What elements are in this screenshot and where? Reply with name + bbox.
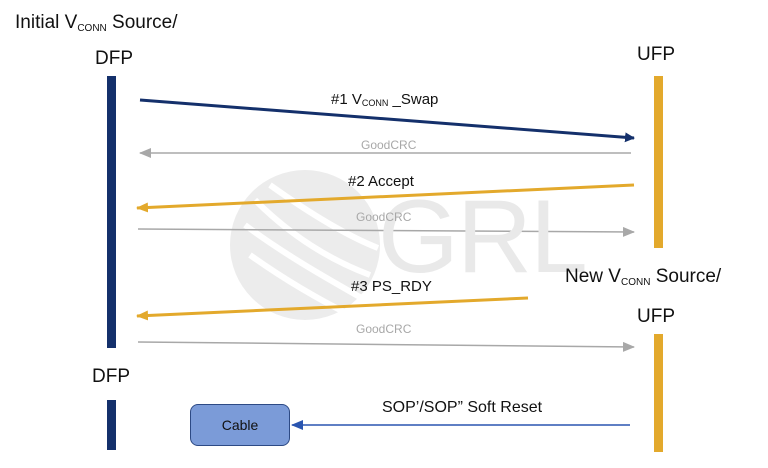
goodcrc-arrow-2	[137, 226, 635, 237]
goodcrc-label-3: GoodCRC	[356, 322, 412, 336]
accept-arrow	[136, 183, 635, 213]
accept-label: #2 Accept	[348, 173, 414, 190]
ps-rdy-arrow	[136, 296, 529, 321]
new-vconn-source-label: New VCONN Source/	[565, 266, 722, 288]
goodcrc-label-1: GoodCRC	[361, 138, 417, 152]
vconn-swap-arrow	[139, 98, 635, 143]
watermark-globe-icon	[230, 170, 380, 320]
initial-vconn-source-label: Initial VCONN Source/	[15, 12, 178, 34]
ufp-lifeline-bottom	[654, 334, 663, 452]
cable-label: Cable	[221, 417, 259, 433]
vconn-swap-label: #1 VCONN _Swap	[331, 91, 439, 108]
dfp-lifeline-top	[107, 76, 116, 348]
dfp-top-label: DFP	[95, 48, 133, 69]
cable-box: Cable	[190, 404, 290, 446]
goodcrc-label-2: GoodCRC	[356, 210, 412, 224]
ufp-lifeline-top	[654, 76, 663, 248]
watermark-text: GRL	[378, 179, 588, 295]
dfp-bottom-label: DFP	[92, 366, 130, 387]
ps-rdy-label: #3 PS_RDY	[351, 278, 432, 295]
goodcrc-arrow-3	[137, 341, 635, 352]
soft-reset-label: SOP’/SOP” Soft Reset	[382, 399, 543, 416]
ufp-bottom-label: UFP	[637, 306, 675, 327]
ufp-top-label: UFP	[637, 44, 675, 65]
dfp-lifeline-bottom	[107, 400, 116, 450]
